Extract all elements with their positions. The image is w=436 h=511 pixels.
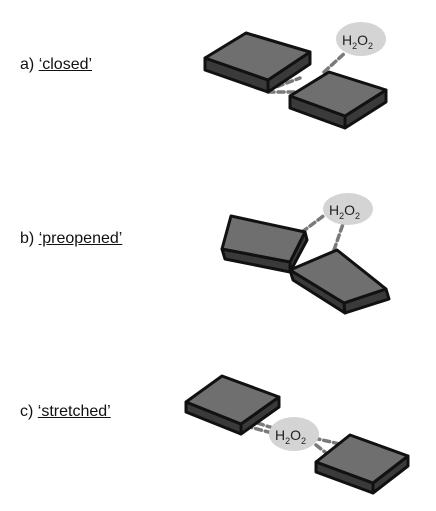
molecule-o: O: [357, 32, 368, 48]
molecule-o: O: [290, 427, 301, 443]
bond-line: [322, 50, 348, 74]
molecule-h-sub: 2: [339, 211, 344, 221]
molecule-o-sub: 2: [368, 41, 373, 51]
h2o2-molecule: H2O2: [336, 22, 386, 56]
panel-label-stretched: c) ‘stretched’: [20, 403, 111, 421]
panel-name: ‘closed’: [38, 56, 93, 73]
bond-line: [332, 222, 345, 252]
h2o2-molecule: H2O2: [323, 193, 373, 225]
panel-label-closed: a) ‘closed’: [20, 56, 92, 74]
slab: [288, 70, 388, 130]
panel-letter: c): [20, 403, 34, 420]
svg-text:H2O2: H2O2: [329, 202, 360, 221]
h2o2-molecule: H2O2: [269, 417, 319, 451]
molecule-o-sub: 2: [301, 436, 306, 446]
slab: [314, 433, 410, 495]
molecule-h: H: [329, 202, 339, 218]
molecule-h-sub: 2: [352, 41, 357, 51]
panel-letter: b): [20, 230, 35, 247]
slab: [220, 214, 309, 274]
panel-name: ‘stretched’: [37, 403, 111, 420]
panel-name: ‘preopened’: [38, 230, 123, 247]
slab: [288, 248, 391, 315]
molecule-h: H: [342, 32, 352, 48]
panel-letter: a): [20, 56, 35, 73]
molecule-h: H: [275, 427, 285, 443]
molecule-o: O: [344, 202, 355, 218]
molecule-o-sub: 2: [355, 211, 360, 221]
panel-label-preopened: b) ‘preopened’: [20, 230, 122, 248]
svg-text:H2O2: H2O2: [275, 427, 306, 446]
molecule-h-sub: 2: [285, 436, 290, 446]
svg-text:H2O2: H2O2: [342, 32, 373, 51]
slab: [203, 31, 312, 94]
bond-line: [300, 212, 328, 234]
slab: [184, 374, 281, 436]
